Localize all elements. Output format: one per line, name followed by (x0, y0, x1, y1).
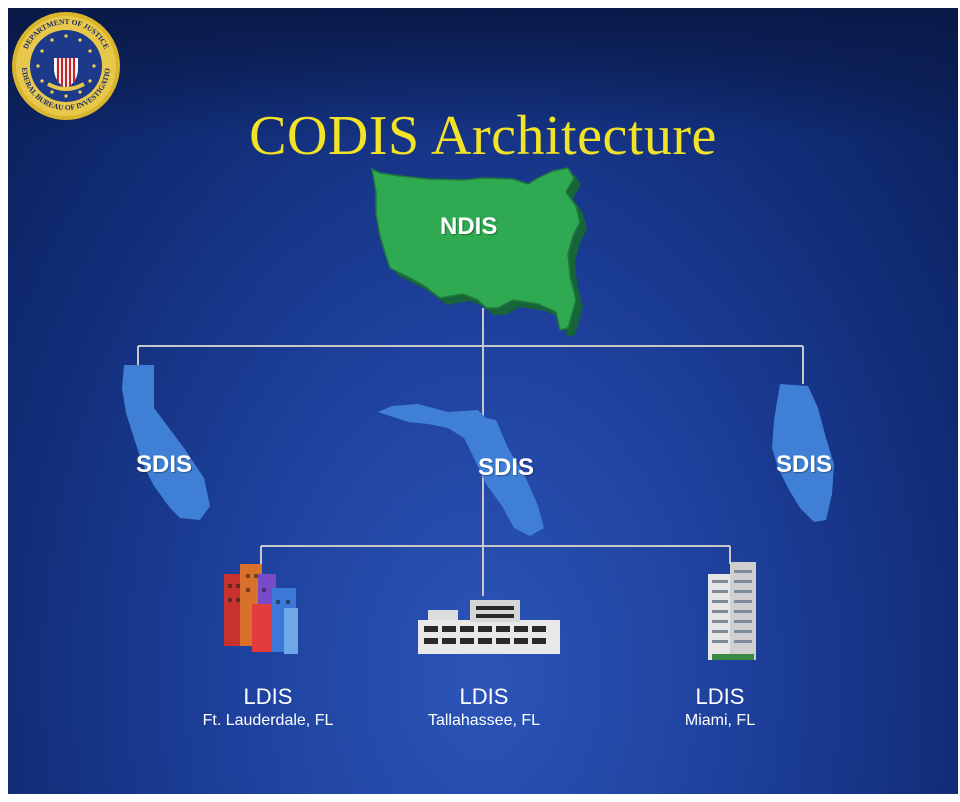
ldis-tallahassee: LDIS Tallahassee, FL (374, 684, 594, 730)
ldis-location: Tallahassee, FL (427, 712, 541, 729)
sdis-label-middle: SDIS (478, 454, 535, 481)
ldis-location: Miami, FL (684, 712, 756, 729)
florida-map (378, 404, 544, 536)
california-map (122, 365, 210, 520)
ldis-ft-lauderdale: LDIS Ft. Lauderdale, FL (158, 684, 378, 730)
ldis-label: LDIS (695, 684, 745, 709)
connectors (137, 308, 804, 596)
miami-building-icon (708, 562, 756, 660)
fbi-seal-icon: DEPARTMENT OF JUSTICE FEDERAL BUREAU OF … (10, 10, 120, 120)
tallahassee-building-icon (418, 600, 560, 654)
ndis-label: NDIS (440, 213, 498, 240)
slide-title: CODIS Architecture (249, 105, 717, 167)
ldis-location: Ft. Lauderdale, FL (202, 712, 334, 729)
usa-map (371, 167, 587, 337)
slide: DEPARTMENT OF JUSTICE FEDERAL BUREAU OF … (8, 8, 958, 794)
illinois-map (772, 384, 834, 522)
ldis-label: LDIS (459, 684, 509, 709)
ldis-miami: LDIS Miami, FL (610, 684, 830, 730)
ldis-label: LDIS (243, 684, 293, 709)
ft-lauderdale-building-icon (224, 564, 298, 654)
top-shadow (8, 8, 958, 138)
sdis-label-right: SDIS (776, 451, 833, 478)
sdis-label-left: SDIS (136, 451, 193, 478)
architecture-diagram (122, 167, 834, 660)
